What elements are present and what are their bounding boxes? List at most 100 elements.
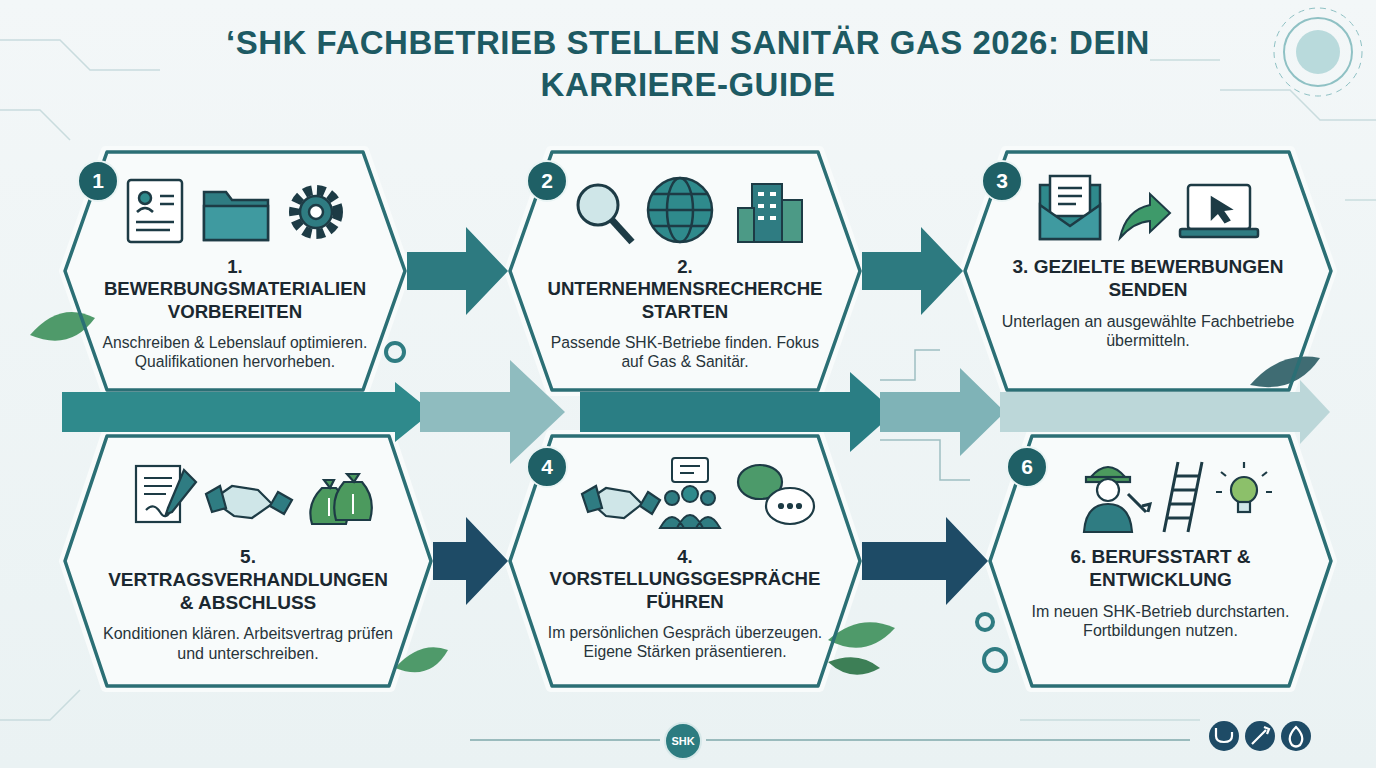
arrow-shape xyxy=(862,227,963,315)
footer-icons xyxy=(1209,721,1239,751)
gear-icon xyxy=(309,205,323,219)
hexagon-fill xyxy=(63,150,407,392)
step-number-badge: 6 xyxy=(1006,446,1048,488)
hexagon-border xyxy=(65,152,405,390)
arrow-shape xyxy=(433,517,508,605)
gear-icon xyxy=(300,196,332,228)
resume-icon xyxy=(128,180,182,242)
flow-arrow xyxy=(862,517,988,605)
handshake-icon xyxy=(206,486,292,514)
step-heading: 4. VORSTELLUNGSGESPRÄCHE FÜHREN xyxy=(546,546,824,613)
handshake-icon xyxy=(582,486,660,518)
step-hexagon: 1. BEWERBUNGSMATERIALIEN VORBEREITEN Ansc… xyxy=(63,150,407,392)
dial-ornament xyxy=(1274,8,1362,96)
people-chat-icon xyxy=(660,515,720,528)
ladder-icon xyxy=(1167,476,1200,518)
step-number: 4 xyxy=(541,455,553,479)
footer-icons xyxy=(1252,727,1269,744)
footer-icons xyxy=(1290,727,1303,747)
footer-icons xyxy=(1209,721,1311,751)
gear-ornament xyxy=(984,649,1006,671)
circuit-lines xyxy=(1150,59,1220,61)
step-number: 1 xyxy=(92,169,104,193)
building-icon xyxy=(758,194,776,218)
folder-icon xyxy=(204,192,268,240)
speech-bubble-icon xyxy=(738,465,814,524)
worker-icon xyxy=(1128,494,1150,512)
search-icon xyxy=(612,220,632,242)
dial-ornament xyxy=(1274,8,1362,96)
mail-icon xyxy=(1058,188,1082,204)
step-hexagon: 5. VERTRAGSVERHANDLUNGEN & ABSCHLUSS Kond… xyxy=(63,434,433,688)
leaf-ornament xyxy=(30,312,1320,675)
text-area: 3. GEZIELTE BEWERBUNGEN SENDEN Unterlagen… xyxy=(1001,256,1295,378)
send-arrow-icon xyxy=(1120,194,1170,238)
money-bag-icon xyxy=(329,494,353,516)
speech-bubble-icon xyxy=(788,504,792,508)
footer-icons xyxy=(1281,721,1311,751)
lightbulb-icon xyxy=(1238,502,1250,512)
step-heading: 3. GEZIELTE BEWERBUNGEN SENDEN xyxy=(1001,256,1295,302)
flow-arrow xyxy=(862,227,963,315)
diagram-title: ‘SHK FACHBETRIEB STELLEN SANITÄR GAS 202… xyxy=(188,22,1188,106)
search-icon xyxy=(578,185,632,242)
leaf-ornament xyxy=(395,647,448,672)
text-area: 4. VORSTELLUNGSGESPRÄCHE FÜHREN Im persön… xyxy=(546,546,824,674)
worker-icon xyxy=(1084,467,1150,532)
building-icon xyxy=(738,184,802,242)
step-number-badge: 3 xyxy=(981,160,1023,202)
text-area: 2. UNTERNEHMENSRECHERCHE STARTEN Passende… xyxy=(546,256,824,378)
building-icon xyxy=(752,184,782,242)
circuit-lines xyxy=(0,110,70,140)
step-hexagon: 4. VORSTELLUNGSGESPRÄCHE FÜHREN Im persön… xyxy=(508,434,862,688)
handshake-icon xyxy=(206,486,292,518)
folder-icon xyxy=(204,192,268,240)
resume-icon xyxy=(139,192,151,204)
people-chat-icon xyxy=(672,458,708,482)
flow-band xyxy=(580,372,895,452)
hexagon-border xyxy=(965,152,1331,390)
circuit-lines xyxy=(706,739,1190,741)
worker-icon xyxy=(1097,479,1119,501)
text-area: 6. BERUFSSTART & ENTWICKLUNGIm neuen SHK… xyxy=(1026,546,1295,674)
hexagon-fill xyxy=(508,150,862,392)
building-icon xyxy=(738,208,754,242)
step-number: 6 xyxy=(1021,455,1033,479)
search-icon xyxy=(578,185,618,225)
step-number-badge: 1 xyxy=(77,160,119,202)
globe-icon xyxy=(648,194,712,226)
step-description: Anschreiben & Lebenslauf optimieren. Qua… xyxy=(101,333,369,371)
circuit-lines xyxy=(0,40,1376,740)
step-heading: 1. BEWERBUNGSMATERIALIEN VORBEREITEN xyxy=(101,256,369,323)
flow-arrow xyxy=(433,517,508,605)
dial-ornament xyxy=(1284,18,1352,86)
step-description: Unterlagen an ausgewählte Fachbetriebe ü… xyxy=(1001,312,1295,351)
laptop-icon xyxy=(1188,185,1250,229)
step-hexagon: 2. UNTERNEHMENSRECHERCHE STARTEN Passende… xyxy=(508,150,862,392)
hexagon-fill xyxy=(963,150,1333,392)
ladder-icon xyxy=(1164,462,1202,532)
handshake-icon xyxy=(582,486,660,514)
step-number-badge: 4 xyxy=(526,446,568,488)
speech-bubble-icon xyxy=(779,504,783,508)
circuit-lines xyxy=(1345,199,1376,201)
circuit-lines xyxy=(1020,719,1200,721)
step-description: Passende SHK-Betriebe finden. Fokus auf … xyxy=(546,333,824,371)
step-description: Im persönlichen Gespräch überzeugen. Eig… xyxy=(546,623,824,661)
people-chat-icon xyxy=(660,458,720,528)
mail-icon xyxy=(1040,205,1100,239)
lightbulb-icon xyxy=(1216,462,1272,492)
hexagon-border xyxy=(510,152,860,390)
step-description: Konditionen klären. Arbeitsvertrag prüfe… xyxy=(101,624,395,663)
circuit-lines xyxy=(880,440,970,480)
laptop-icon xyxy=(1180,229,1258,237)
folder-icon xyxy=(204,206,268,240)
step-heading: 5. VERTRAGSVERHANDLUNGEN & ABSCHLUSS xyxy=(101,546,395,614)
circuit-lines xyxy=(1220,90,1376,120)
step-heading: 2. UNTERNEHMENSRECHERCHE STARTEN xyxy=(546,256,824,323)
people-chat-icon xyxy=(701,491,715,505)
step-heading: 6. BERUFSSTART & ENTWICKLUNG xyxy=(1026,546,1295,592)
gear-ornament xyxy=(386,343,1006,671)
step-number: 2 xyxy=(541,169,553,193)
